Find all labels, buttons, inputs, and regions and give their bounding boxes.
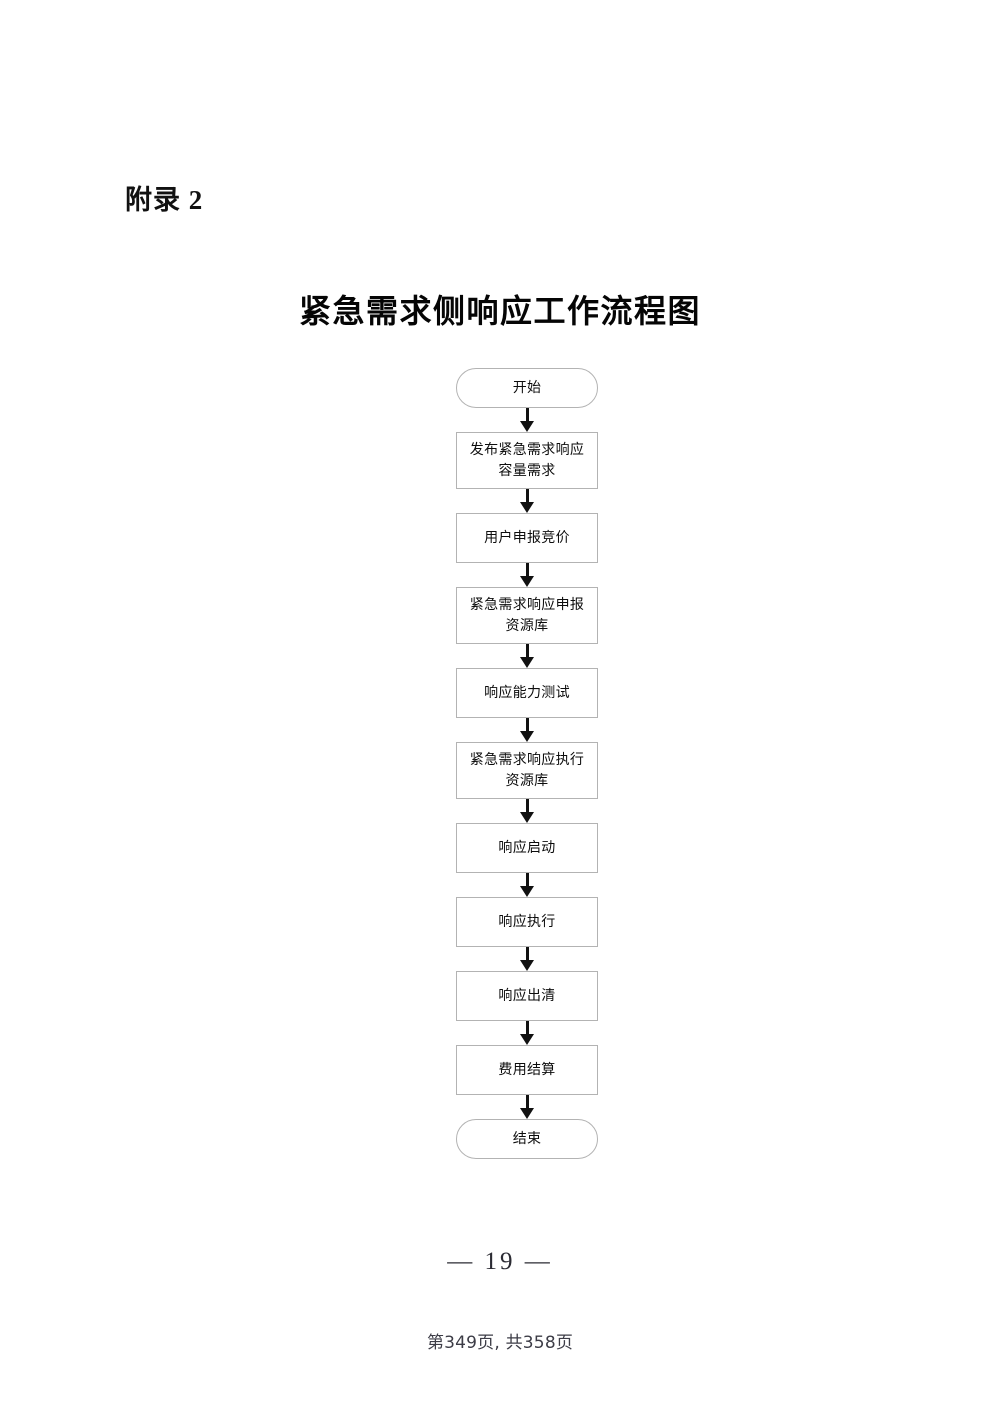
arrow-shaft — [525, 799, 529, 814]
flow-node-label: 响应启动 — [498, 839, 556, 856]
arrow-down-icon — [520, 502, 534, 513]
page-title: 紧急需求侧响应工作流程图 — [298, 293, 701, 329]
flow-node-label: 费用结算 — [498, 1061, 556, 1078]
arrow-down-icon — [520, 731, 534, 742]
flow-node-end: 结束 — [456, 1119, 598, 1159]
arrow-down-icon — [520, 657, 534, 668]
arrow-shaft — [525, 1095, 529, 1110]
arrow-shaft — [525, 1021, 529, 1036]
flow-arrow — [456, 947, 598, 971]
flow-arrow — [456, 644, 598, 668]
arrow-down-icon — [520, 1034, 534, 1045]
flow-node-label: 用户申报竞价 — [484, 529, 570, 546]
flow-arrow — [456, 718, 598, 742]
flow-arrow — [456, 799, 598, 823]
arrow-shaft — [525, 718, 529, 733]
arrow-down-icon — [520, 1108, 534, 1119]
flow-node-start: 开始 — [456, 368, 598, 408]
flow-node-publish: 发布紧急需求响应 容量需求 — [456, 432, 598, 489]
arrow-down-icon — [520, 421, 534, 432]
appendix-label: 附录 2 — [125, 185, 204, 215]
arrow-down-icon — [520, 812, 534, 823]
arrow-down-icon — [520, 886, 534, 897]
flow-arrow — [456, 873, 598, 897]
flow-node-launch: 响应启动 — [456, 823, 598, 873]
flow-node-label: 开始 — [512, 379, 542, 396]
flow-node-execute: 响应执行 — [456, 897, 598, 947]
flow-arrow — [456, 1095, 598, 1119]
flow-node-label: 发布紧急需求响应 容量需求 — [469, 441, 585, 479]
flow-node-clearing: 响应出清 — [456, 971, 598, 1021]
arrow-shaft — [525, 873, 529, 888]
flow-node-label: 结束 — [512, 1130, 542, 1147]
page-counter: 第349页, 共358页 — [426, 1333, 574, 1353]
page-number: — 19 — — [447, 1248, 553, 1275]
flow-node-label: 紧急需求响应执行 资源库 — [469, 751, 585, 789]
flow-arrow — [456, 408, 598, 432]
flow-node-label: 响应出清 — [498, 987, 556, 1004]
flow-node-bid: 用户申报竞价 — [456, 513, 598, 563]
flow-node-declare-pool: 紧急需求响应申报 资源库 — [456, 587, 598, 644]
flow-node-exec-pool: 紧急需求响应执行 资源库 — [456, 742, 598, 799]
arrow-down-icon — [520, 576, 534, 587]
flow-node-label: 响应能力测试 — [484, 684, 570, 701]
flow-arrow — [456, 489, 598, 513]
flow-node-label: 紧急需求响应申报 资源库 — [469, 596, 585, 634]
arrow-shaft — [525, 563, 529, 578]
arrow-shaft — [525, 947, 529, 962]
flow-node-label: 响应执行 — [498, 913, 556, 930]
arrow-down-icon — [520, 960, 534, 971]
arrow-shaft — [525, 489, 529, 504]
flow-node-capability: 响应能力测试 — [456, 668, 598, 718]
flow-arrow — [456, 1021, 598, 1045]
flow-arrow — [456, 563, 598, 587]
arrow-shaft — [525, 408, 529, 423]
flowchart: 开始 发布紧急需求响应 容量需求 用户申报竞价 紧急需求响应申报 资源库 — [456, 368, 598, 1159]
flow-node-settlement: 费用结算 — [456, 1045, 598, 1095]
arrow-shaft — [525, 644, 529, 659]
